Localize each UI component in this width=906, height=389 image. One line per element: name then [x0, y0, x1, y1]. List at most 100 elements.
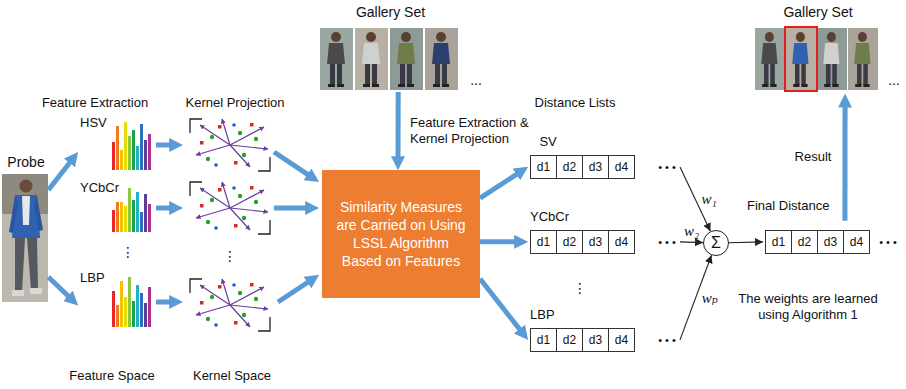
- histogram-bars: [136, 192, 139, 232]
- node-heading: Probe: [7, 154, 44, 171]
- section-label: Kernel Projection: [186, 95, 285, 111]
- node-text: d1: [537, 333, 550, 347]
- kernel-plot: [190, 279, 270, 331]
- ellipsis: ...: [888, 72, 900, 88]
- probe-photo: [20, 180, 33, 193]
- node-text: Similarity Measures are Carried on Using…: [332, 198, 470, 270]
- gallery-photos: [786, 28, 816, 90]
- distance-list: YCbCr d1 d2 d3 d4: [528, 209, 680, 256]
- distance-cell: d2: [556, 230, 583, 254]
- probe-photo: [9, 196, 18, 233]
- edge-label: Feature Extraction & Kernel Projection: [408, 115, 540, 147]
- histogram-bars: [148, 287, 151, 327]
- kernel-plot: [190, 182, 270, 234]
- histogram-bars: [116, 305, 119, 327]
- gallery-photos: [854, 32, 870, 87]
- distance-cell: d1: [530, 230, 557, 254]
- gallery-photos: [390, 28, 423, 90]
- histogram-bars: [124, 122, 127, 170]
- section-label: Kernel Space: [193, 368, 271, 384]
- flow-arrow: [156, 143, 172, 148]
- gallery-photos: [425, 28, 458, 90]
- flow-arrow: [274, 152, 310, 176]
- ellipsis: ⋮: [121, 244, 135, 260]
- histogram-bars: [132, 200, 135, 232]
- node-heading: LBP: [80, 270, 153, 286]
- histogram-bars: [124, 297, 127, 327]
- distance-cell: d1: [530, 328, 557, 352]
- histogram-bars: [144, 140, 147, 170]
- gallery-photos: [792, 32, 808, 87]
- connector: [480, 173, 519, 198]
- node-heading: HSV: [80, 115, 153, 131]
- flow-arrow: [156, 206, 172, 211]
- distance-cell: d4: [608, 328, 635, 352]
- match-highlight: [785, 27, 817, 91]
- distance-cell: d3: [582, 155, 609, 179]
- histogram-bars: [120, 281, 123, 327]
- distance-cell: d2: [791, 230, 818, 254]
- histogram-bars: [116, 126, 119, 170]
- gallery-photos: [823, 32, 839, 87]
- distance-cell: d4: [608, 230, 635, 254]
- node-text: d3: [589, 160, 602, 174]
- distance-cell: d3: [582, 328, 609, 352]
- node-heading: Gallery Set: [783, 4, 852, 21]
- histogram: HSV: [78, 115, 153, 172]
- node-text: d1: [537, 160, 550, 174]
- gallery-photos: [848, 28, 878, 90]
- distance-cell: d4: [843, 230, 870, 254]
- gallery-photos: [362, 32, 380, 87]
- node-text: d4: [615, 333, 628, 347]
- node-text: d1: [772, 235, 785, 249]
- distance-list: HSVd1d2d3d4: [528, 134, 680, 181]
- gallery-photos: [755, 28, 785, 90]
- node-heading: LBP: [530, 307, 680, 323]
- histogram-bars: [112, 142, 115, 170]
- ellipsis: ...: [470, 72, 482, 88]
- histogram-bars: [116, 202, 119, 232]
- gallery-photos: [327, 32, 345, 87]
- gallery-photos: [755, 27, 878, 91]
- histogram-bars: [112, 277, 151, 327]
- flow-arrow: [278, 281, 310, 302]
- gallery-photos: [432, 32, 450, 87]
- section-label: Distance Lists: [535, 95, 616, 111]
- histogram-bars: [148, 204, 151, 232]
- node-text: Σ: [711, 234, 721, 252]
- process-box: Similarity Measures are Carried on Using…: [322, 170, 480, 298]
- node-heading: Final Distance: [747, 198, 855, 214]
- histogram-bars: [140, 293, 143, 327]
- histogram-bars: [132, 130, 135, 170]
- probe-photo: [27, 238, 38, 290]
- ellipsis: • • •: [879, 234, 897, 250]
- kernel-plot: [190, 119, 270, 331]
- histogram-bars: [124, 206, 127, 232]
- ellipsis: ⋮: [573, 280, 587, 296]
- node-heading: YCbCr: [530, 209, 680, 225]
- node-text: d1: [537, 235, 550, 249]
- connector: [48, 161, 71, 190]
- distance-cell: d2: [556, 155, 583, 179]
- node-text: d3: [589, 235, 602, 249]
- distance-cell: d1: [530, 155, 557, 179]
- flow-arrow: [156, 145, 310, 302]
- node-text: d2: [563, 235, 576, 249]
- distance-list: Final Distanced1d2d3d4: [763, 198, 873, 255]
- image-panel: Gallery Set: [318, 4, 463, 92]
- ellipsis: • • •: [658, 159, 676, 175]
- histogram-bars: [132, 301, 135, 327]
- node-text: d3: [824, 235, 837, 249]
- connector: [480, 279, 521, 331]
- histogram-bars: [140, 212, 143, 232]
- histogram-bars: [148, 134, 151, 170]
- histogram-bars: [112, 210, 115, 232]
- node-text: d2: [798, 235, 811, 249]
- histogram-bars: [120, 150, 123, 170]
- gallery-photos: [761, 32, 777, 87]
- node-heading: Gallery Set: [356, 4, 425, 21]
- histogram-bars: [120, 202, 123, 232]
- histogram-bars: [128, 277, 131, 327]
- node-text: d3: [589, 333, 602, 347]
- ellipsis: • • •: [658, 234, 676, 250]
